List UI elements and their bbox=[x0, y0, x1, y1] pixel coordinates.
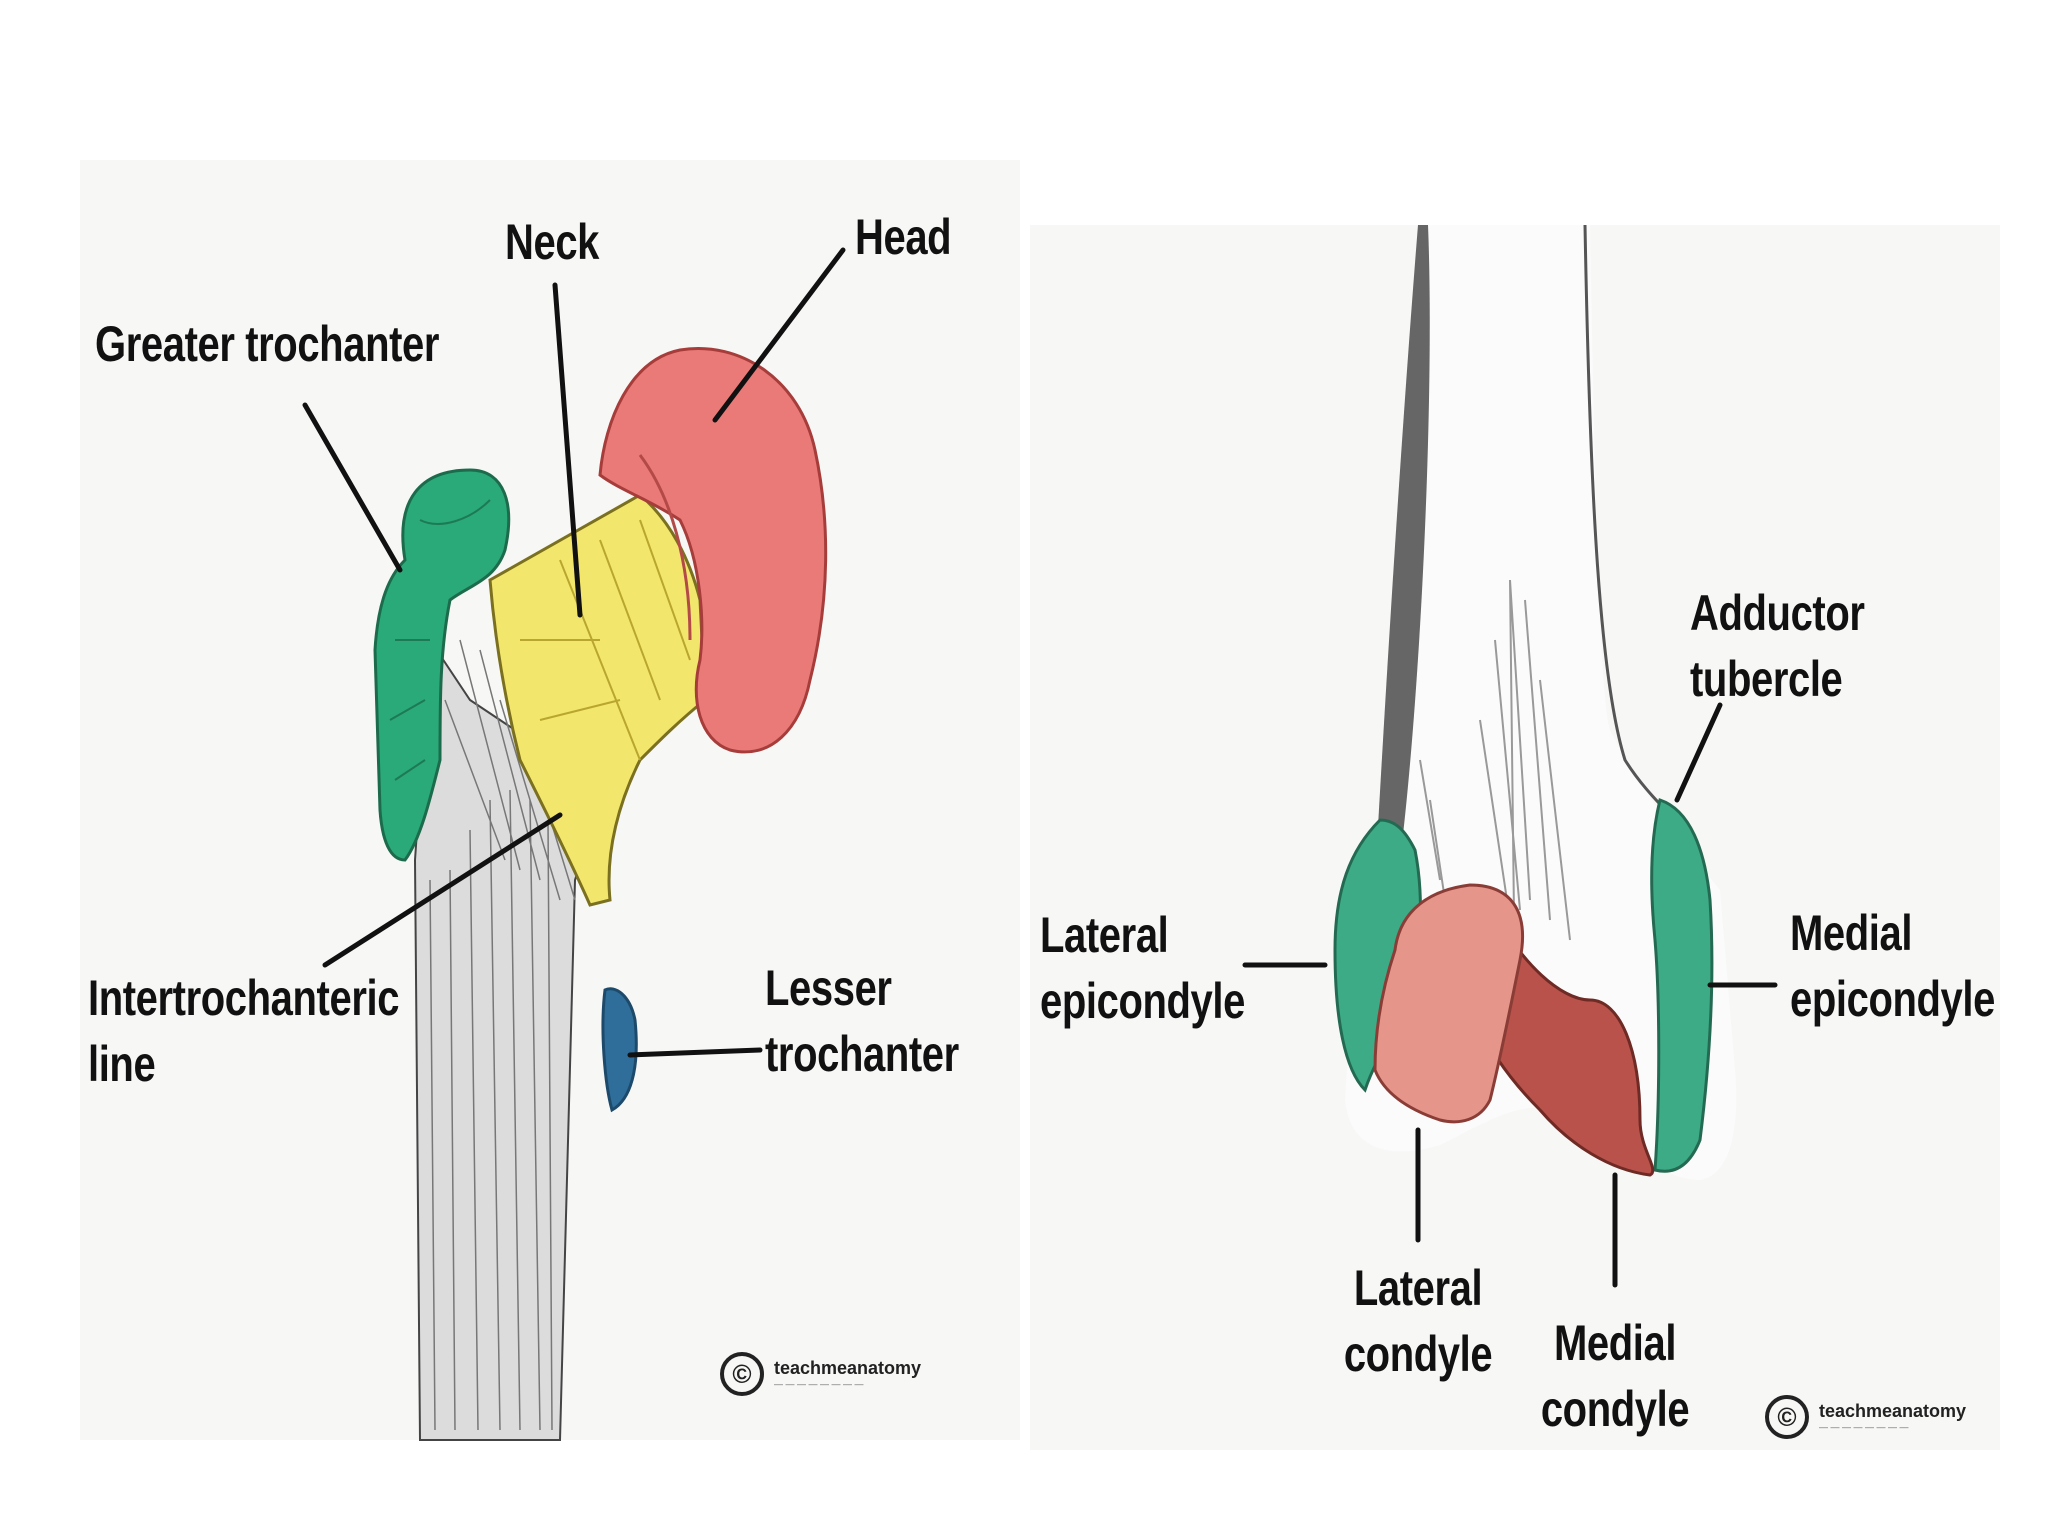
medial-epicondyle-region bbox=[1650, 798, 1714, 1173]
label-lateral-condyle-2: condyle bbox=[1343, 1326, 1493, 1382]
label-medial-condyle-1: Medial bbox=[1553, 1315, 1677, 1371]
leader-neck bbox=[552, 282, 583, 618]
lateral-cortex bbox=[1375, 225, 1430, 880]
label-medial-condyle: Medial condyle bbox=[1535, 1310, 1695, 1442]
watermark-right-text: teachmeanatomy bbox=[1819, 1401, 1967, 1421]
label-lesser-trochanter-2: trochanter bbox=[765, 1026, 959, 1082]
lateral-condyle-region bbox=[1373, 883, 1525, 1124]
label-intertrochanteric-line-2: line bbox=[88, 1036, 156, 1092]
neck-shading bbox=[520, 519, 691, 761]
watermark-left: © teachmeanatomy— — — — — — — — bbox=[720, 1352, 921, 1396]
label-adductor-tubercle-2: tubercle bbox=[1690, 651, 1843, 707]
label-intertrochanteric-line: Intertrochanteric line bbox=[88, 965, 399, 1097]
label-adductor-tubercle-1: Adductor bbox=[1690, 585, 1865, 641]
label-medial-epicondyle-1: Medial bbox=[1790, 905, 1913, 961]
left-leader-lines bbox=[302, 247, 846, 1058]
label-medial-epicondyle-2: epicondyle bbox=[1790, 971, 1995, 1027]
label-lateral-condyle-1: Lateral bbox=[1353, 1260, 1483, 1316]
watermark-right-subtext: — — — — — — — — bbox=[1819, 1422, 1909, 1432]
lesser-trochanter-region bbox=[601, 987, 638, 1113]
label-adductor-tubercle: Adductor tubercle bbox=[1690, 580, 1865, 712]
watermark-left-subtext: — — — — — — — — bbox=[774, 1379, 864, 1389]
proximal-femur bbox=[302, 247, 846, 1441]
leader-lesser-trochanter bbox=[627, 1047, 763, 1058]
leader-intertrochanteric-line bbox=[322, 812, 563, 968]
label-medial-condyle-2: condyle bbox=[1540, 1381, 1690, 1437]
label-lateral-condyle: Lateral condyle bbox=[1338, 1255, 1498, 1387]
watermark-right: © teachmeanatomy— — — — — — — — bbox=[1765, 1395, 1966, 1439]
copyright-icon: © bbox=[720, 1352, 764, 1396]
intercondylar-hatching bbox=[1419, 579, 1571, 1001]
leader-adductor-tubercle bbox=[1674, 702, 1723, 803]
head-edge bbox=[638, 454, 692, 641]
copyright-icon: © bbox=[1765, 1395, 1809, 1439]
label-lesser-trochanter-1: Lesser bbox=[765, 960, 892, 1016]
label-lateral-epicondyle: Lateral epicondyle bbox=[1040, 902, 1245, 1034]
label-lesser-trochanter: Lesser trochanter bbox=[765, 955, 959, 1087]
label-lateral-epicondyle-1: Lateral bbox=[1040, 907, 1169, 963]
greater-trochanter-region bbox=[373, 468, 511, 862]
leader-head bbox=[712, 247, 846, 423]
right-leader-lines bbox=[1242, 702, 1778, 1288]
label-intertrochanteric-line-1: Intertrochanteric bbox=[88, 970, 400, 1026]
watermark-left-text: teachmeanatomy bbox=[774, 1358, 922, 1378]
label-medial-epicondyle: Medial epicondyle bbox=[1790, 900, 1995, 1032]
leader-greater-trochanter bbox=[302, 402, 403, 573]
label-greater-trochanter: Greater trochanter bbox=[95, 316, 440, 372]
label-head: Head bbox=[855, 209, 952, 265]
distal-femur bbox=[1242, 224, 1778, 1288]
head-region bbox=[598, 347, 828, 754]
label-neck: Neck bbox=[505, 214, 600, 270]
neck-region bbox=[488, 493, 707, 907]
greater-trochanter-shading bbox=[389, 499, 491, 781]
label-lateral-epicondyle-2: epicondyle bbox=[1040, 973, 1245, 1029]
